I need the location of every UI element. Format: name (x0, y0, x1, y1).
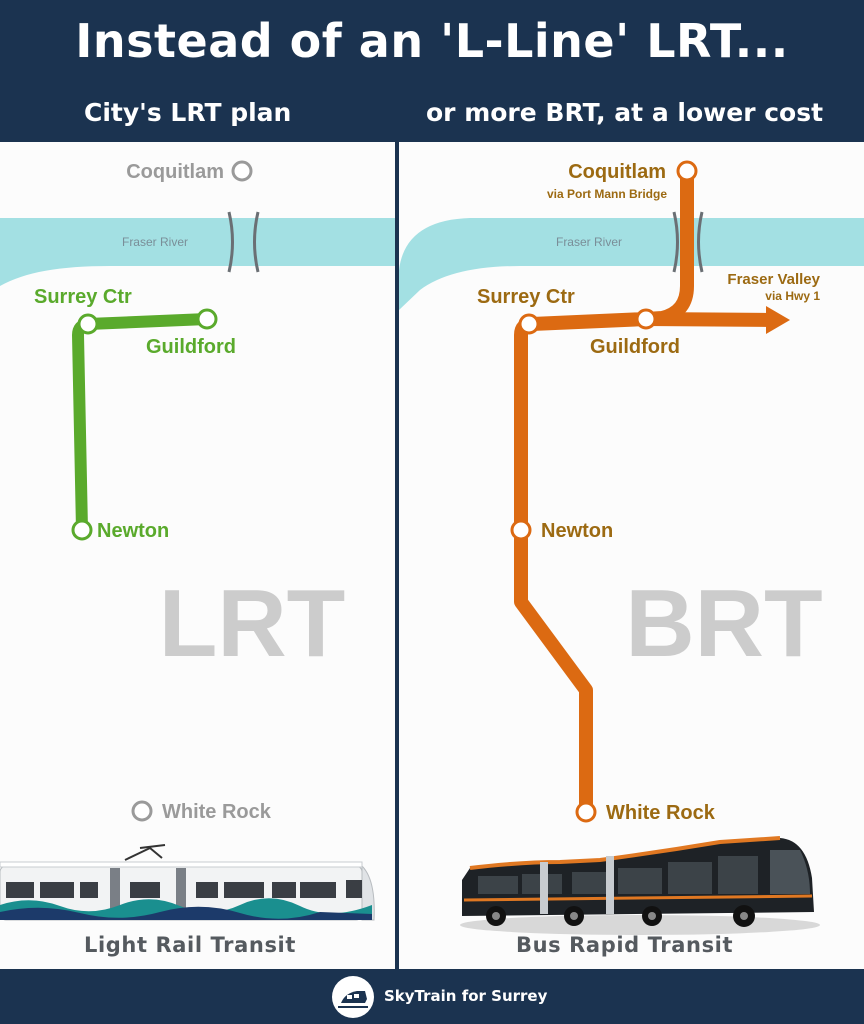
label-guildford-left: Guildford (146, 336, 236, 358)
bridge-marker-left (227, 211, 234, 273)
station-white-rock-left (131, 800, 153, 822)
label-coquitlam-note: via Port Mann Bridge (547, 187, 667, 201)
label-surrey-ctr-right: Surrey Ctr (477, 286, 575, 308)
footer-brand: SkyTrain for Surrey (384, 987, 548, 1005)
page-title: Instead of an 'L-Line' LRT... (75, 14, 789, 68)
station-newton-right (510, 519, 532, 541)
skytrain-logo-icon (332, 976, 374, 1018)
label-coquitlam-right: Coquitlam (568, 161, 666, 183)
panel-divider (395, 142, 399, 969)
header-banner (0, 0, 864, 142)
bridge-marker-right-r (697, 211, 704, 273)
fraser-river-left (0, 218, 395, 286)
label-newton-left: Newton (97, 520, 169, 542)
station-newton-left (71, 519, 93, 541)
label-fraser-valley: Fraser Valley (727, 271, 820, 288)
left-map: Fraser River Coquitlam Surrey Ctr Guildf… (0, 160, 395, 921)
right-map: Fraser River Coquitlam via Port Mann Bri… (399, 160, 864, 935)
fraser-river-label-right: Fraser River (556, 235, 622, 249)
right-subtitle: or more BRT, at a lower cost (426, 98, 824, 127)
label-coquitlam-left: Coquitlam (126, 161, 224, 183)
bridge-marker-right (253, 211, 260, 273)
station-coquitlam-left (231, 160, 253, 182)
fraser-valley-arrow-icon (766, 306, 790, 334)
label-newton-right: Newton (541, 520, 613, 542)
label-surrey-ctr-left: Surrey Ctr (34, 286, 132, 308)
bridge-marker-left-r (672, 211, 679, 273)
station-guildford-left (196, 308, 218, 330)
station-white-rock-right (575, 801, 597, 823)
left-subtitle: City's LRT plan (84, 98, 292, 127)
brt-line-main (514, 312, 653, 819)
caption-bus-rapid: Bus Rapid Transit (516, 933, 734, 957)
label-fraser-valley-note: via Hwy 1 (765, 289, 820, 303)
big-label-lrt: LRT (159, 570, 346, 677)
big-label-brt: BRT (625, 570, 822, 677)
fraser-river-label-left: Fraser River (122, 235, 188, 249)
transit-maps: Fraser River Coquitlam Surrey Ctr Guildf… (0, 160, 864, 935)
caption-light-rail: Light Rail Transit (84, 933, 296, 957)
station-surrey-ctr-right (518, 313, 540, 335)
station-guildford-right (635, 308, 657, 330)
light-rail-train-image (0, 844, 375, 921)
footer-bar (0, 969, 864, 1024)
label-white-rock-left: White Rock (162, 801, 272, 823)
bus-rapid-transit-image (460, 836, 820, 935)
label-white-rock-right: White Rock (606, 802, 716, 824)
station-surrey-ctr-left (77, 313, 99, 335)
brt-line-fraser-valley (645, 312, 773, 327)
label-guildford-right: Guildford (590, 336, 680, 358)
fraser-river-right (399, 218, 864, 310)
station-coquitlam-right (676, 160, 698, 182)
